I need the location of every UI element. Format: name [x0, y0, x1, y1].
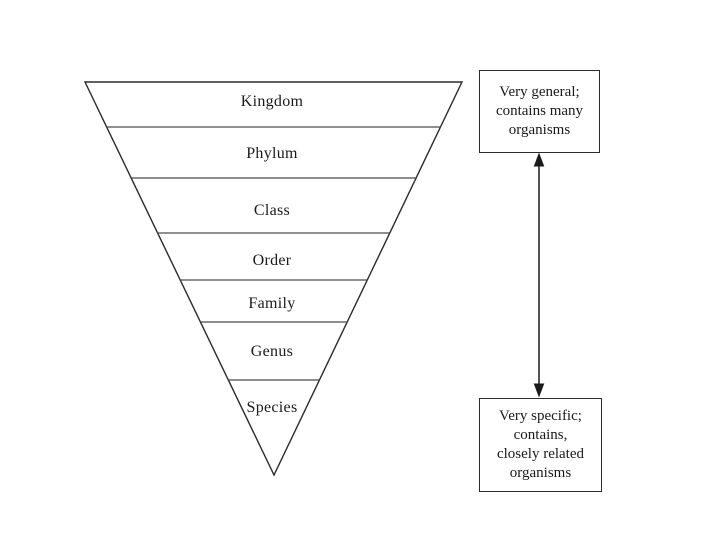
- info-line: contains,: [513, 426, 568, 443]
- level-label-family: Family: [248, 295, 296, 312]
- info-line: Very general;: [499, 83, 580, 100]
- inverted-pyramid-outline: [83, 81, 464, 477]
- level-label-kingdom: Kingdom: [240, 93, 304, 110]
- info-line: closely related: [496, 446, 585, 462]
- level-label-class: Class: [253, 202, 291, 219]
- arrow-down-head-icon: [533, 383, 545, 398]
- info-line: contains many: [495, 102, 584, 119]
- level-label-order: Order: [252, 252, 292, 269]
- very-general-info-box: Very general; contains many organisms: [479, 70, 600, 153]
- info-line: organisms: [508, 122, 571, 139]
- info-line: organisms: [509, 465, 572, 482]
- arrow-up-head-icon: [533, 152, 545, 167]
- level-label-genus: Genus: [250, 343, 294, 360]
- info-line: Very specific;: [499, 407, 582, 424]
- very-specific-info-box: Very specific; contains, closely related…: [479, 398, 602, 492]
- level-label-phylum: Phylum: [246, 145, 298, 162]
- level-label-species: Species: [246, 399, 298, 416]
